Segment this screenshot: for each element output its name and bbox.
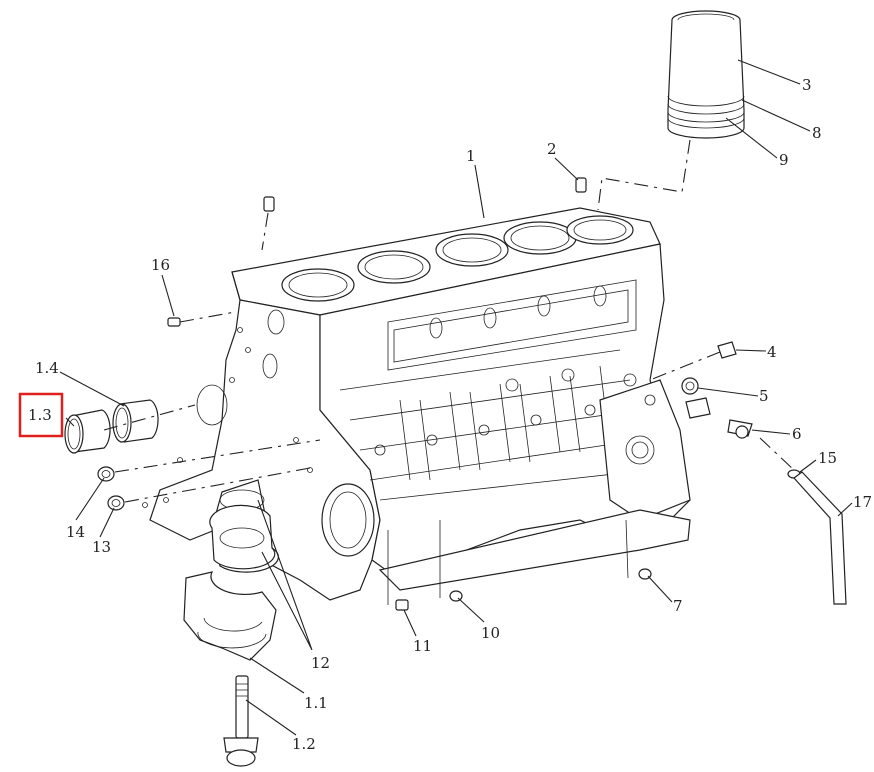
leader-lines	[59, 59, 853, 736]
callout-15: 15	[818, 449, 837, 467]
main-bearing-cap	[183, 571, 277, 661]
top-dowel	[261, 196, 275, 251]
callout-8: 8	[812, 124, 822, 142]
dipstick-tube	[759, 437, 847, 605]
callout-5: 5	[759, 387, 769, 405]
callout-11: 11	[413, 637, 432, 655]
callout-13: 13	[92, 538, 111, 556]
plug-14	[97, 466, 115, 482]
callout-10: 10	[481, 624, 500, 642]
fitting-5	[681, 377, 699, 395]
callout-2: 2	[547, 140, 557, 158]
plug-14-centerline	[114, 439, 321, 473]
callout-9: 9	[779, 151, 789, 169]
callout-14: 14	[66, 523, 85, 541]
pin-16	[167, 311, 236, 327]
callout-1-1: 1.1	[304, 694, 328, 712]
main-bearing-shells	[209, 479, 279, 573]
engine-block	[142, 207, 691, 601]
cam-bushings	[64, 399, 196, 454]
plug-13-centerline	[124, 467, 311, 503]
highlight-box	[18, 392, 64, 438]
fitting-4	[649, 341, 737, 381]
dowel-pin	[575, 177, 587, 193]
plug-11	[395, 599, 409, 611]
main-bearing-bolt	[223, 675, 259, 767]
callout-6: 6	[792, 425, 802, 443]
callout-17: 17	[853, 493, 872, 511]
callout-4: 4	[767, 343, 777, 361]
callout-1-3: 1.3	[28, 406, 52, 424]
callout-7: 7	[673, 597, 683, 615]
callout-12: 12	[311, 654, 330, 672]
cylinder-liner	[667, 10, 745, 139]
callout-1-4: 1.4	[35, 359, 59, 377]
fitting-6	[685, 397, 753, 439]
plug-13	[107, 495, 125, 511]
callout-16: 16	[151, 256, 170, 274]
callout-3: 3	[802, 76, 812, 94]
callout-1: 1	[466, 147, 476, 165]
liner-centerline	[597, 139, 691, 211]
callout-1-2: 1.2	[292, 735, 316, 753]
